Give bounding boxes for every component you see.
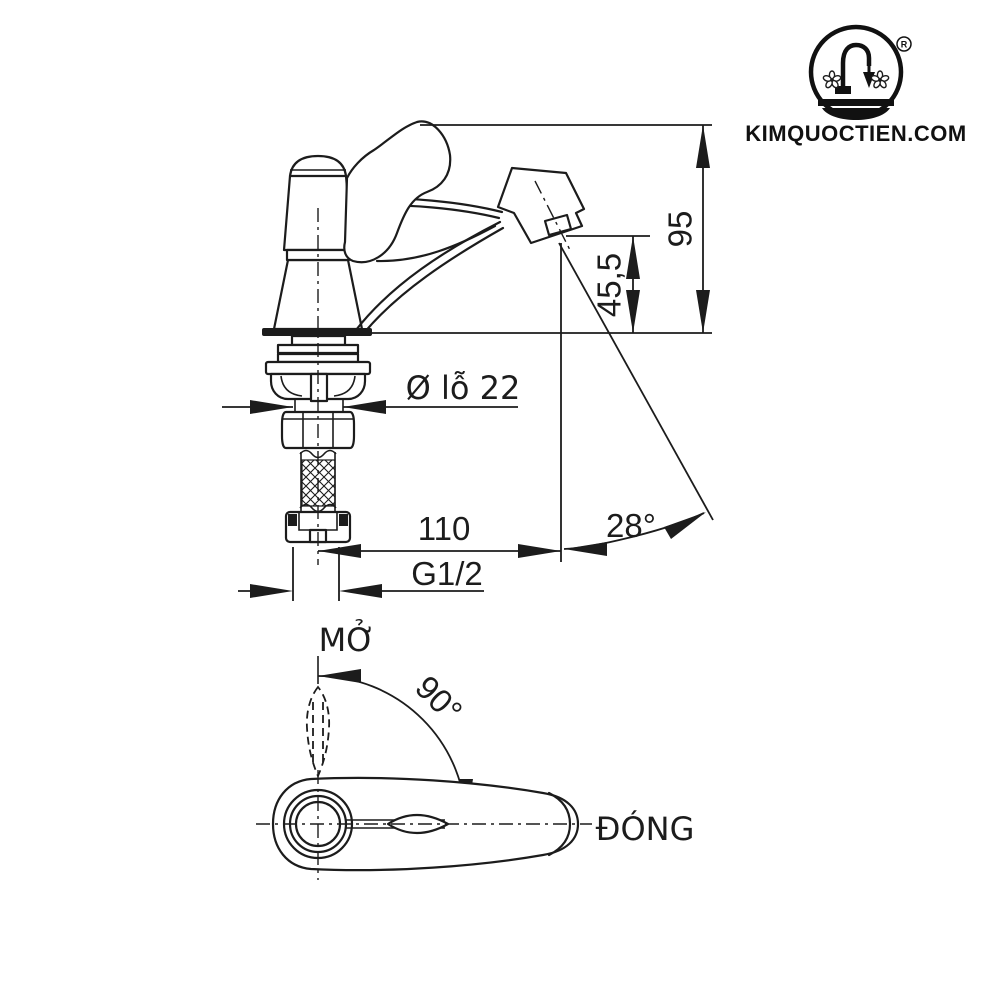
spout-axis-centerline <box>534 180 572 253</box>
dimension-110: 110 <box>318 510 561 558</box>
arrowhead-right <box>250 400 293 414</box>
basin-icon <box>818 99 894 120</box>
aerator <box>543 213 573 237</box>
spout-head <box>496 166 586 245</box>
arrowhead-right <box>518 544 561 558</box>
handle-end-cap <box>547 791 572 857</box>
handle-open-ghost <box>305 685 331 779</box>
arrowhead-up <box>626 236 640 279</box>
bonnet-dome <box>288 154 348 178</box>
brand-logo: R KIMQUOCTIEN.COM <box>745 24 966 146</box>
base-flange <box>262 328 372 336</box>
dim-handle-rotation: 90° <box>408 668 469 729</box>
handle-closed-plan <box>256 770 592 880</box>
lever-handle <box>343 120 452 264</box>
dim-spout-angle: 28° <box>606 507 656 544</box>
water-stream-line <box>558 242 714 521</box>
arrowhead-down <box>696 290 710 333</box>
faucet-side-view <box>262 120 586 565</box>
arrowhead-down <box>626 290 640 333</box>
dimension-28-degrees: 28° <box>558 242 714 562</box>
dim-thread-size: G1/2 <box>411 555 483 592</box>
arrowhead-left <box>318 669 361 683</box>
dimension-hole-diameter: Ø lỗ 22 <box>222 369 520 414</box>
dimension-95: 95 <box>372 124 712 334</box>
arrowhead-right <box>250 584 293 598</box>
dim-hole-diameter: Ø lỗ 22 <box>406 369 521 407</box>
arrowhead-left <box>564 542 607 556</box>
label-open: MỞ <box>319 618 376 659</box>
brand-website: KIMQUOCTIEN.COM <box>745 121 966 146</box>
dim-spout-height: 45,5 <box>591 253 628 317</box>
dim-spout-reach: 110 <box>418 510 471 547</box>
registered-mark-circle <box>896 36 912 52</box>
label-close: ĐÓNG <box>596 809 695 848</box>
registered-mark: R <box>901 40 908 50</box>
dim-total-height: 95 <box>662 211 699 248</box>
arrowhead-left <box>343 400 386 414</box>
arrowhead-left <box>339 584 382 598</box>
dimension-thread: G1/2 <box>238 547 484 601</box>
dimension-45-5: 45,5 <box>566 235 650 333</box>
arrowhead-along-arc <box>664 512 706 539</box>
arrowhead-up <box>696 125 710 168</box>
handle-top-view: MỞ 90° ĐÓNG <box>256 618 694 880</box>
